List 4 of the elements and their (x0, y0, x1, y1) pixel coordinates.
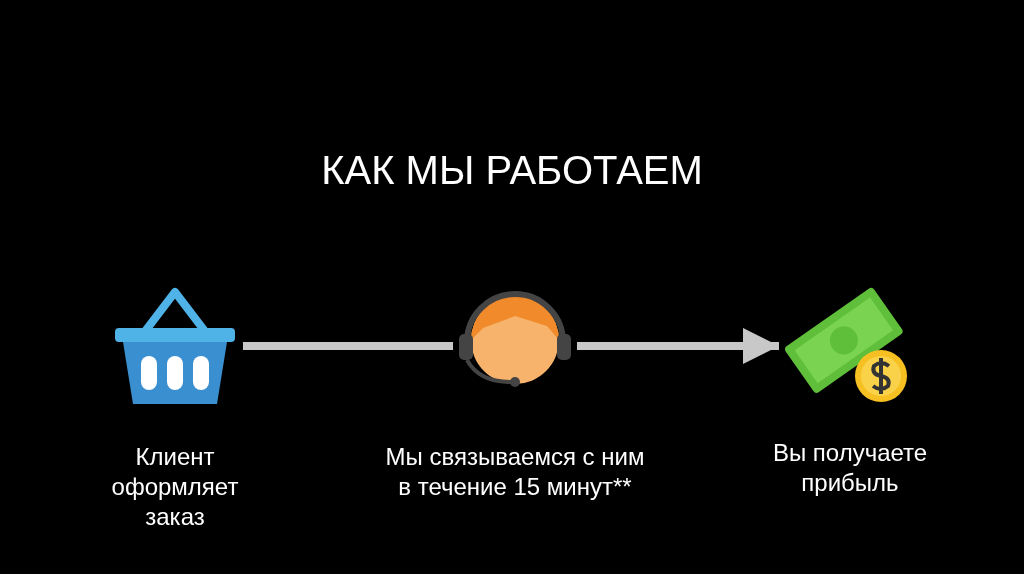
title: КАК МЫ РАБОТАЕМ (320, 148, 704, 193)
step-caption: Вы получаете прибыль (771, 438, 929, 498)
step-caption: Мы связываемся с ним в течение 15 минут** (385, 442, 645, 502)
step-caption: Клиент оформляет заказ (110, 442, 240, 532)
